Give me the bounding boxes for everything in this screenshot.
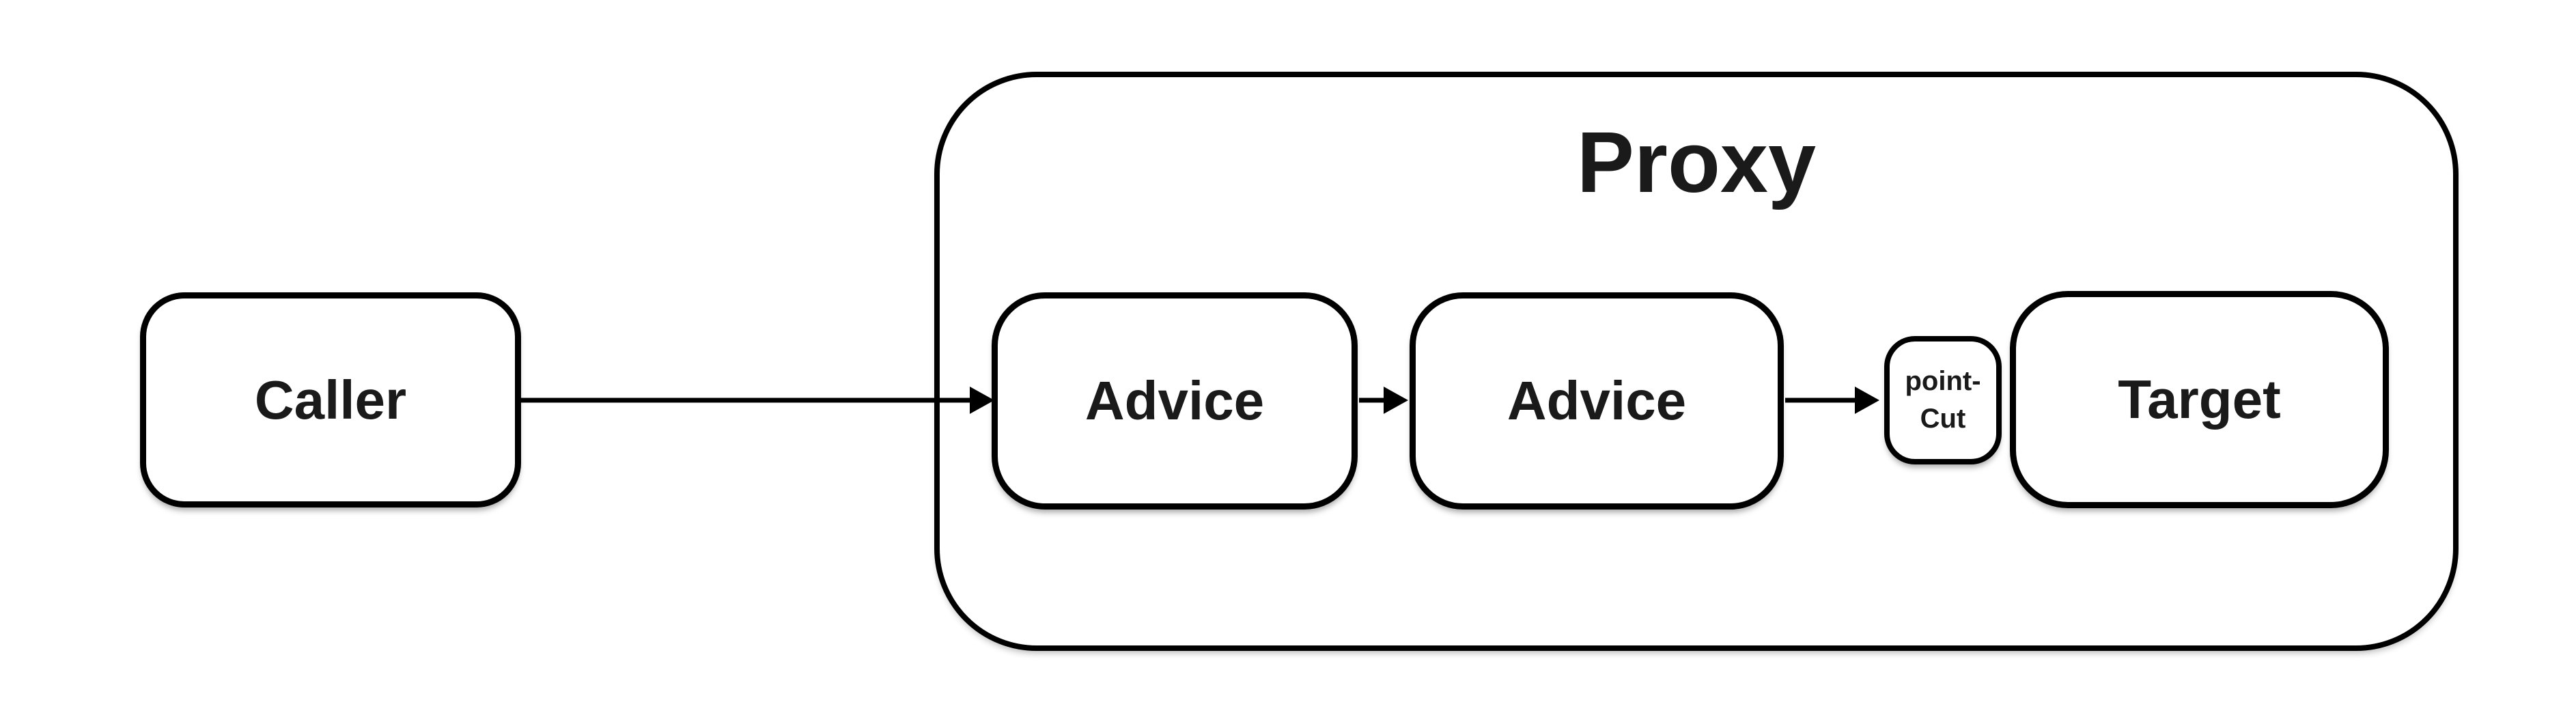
advice-2-label: Advice	[1507, 370, 1687, 431]
target-label: Target	[2118, 369, 2281, 430]
advice-1-label: Advice	[1084, 370, 1265, 431]
pointcut-label-line1: point-	[1905, 366, 1981, 396]
caller-node: Caller	[140, 292, 521, 507]
proxy-container: Proxy Advice Advice point- Cut Target	[934, 72, 2459, 651]
proxy-title: Proxy	[1576, 114, 1817, 210]
advice-node-1: Advice	[992, 292, 1358, 510]
pointcut-label-line2: Cut	[1920, 404, 1966, 434]
pointcut-node: point- Cut	[1884, 336, 2002, 464]
advice-node-2: Advice	[1410, 292, 1784, 510]
target-node: Target	[2010, 291, 2389, 508]
caller-label: Caller	[254, 369, 407, 430]
arrow-caller-to-advice1	[520, 387, 994, 414]
